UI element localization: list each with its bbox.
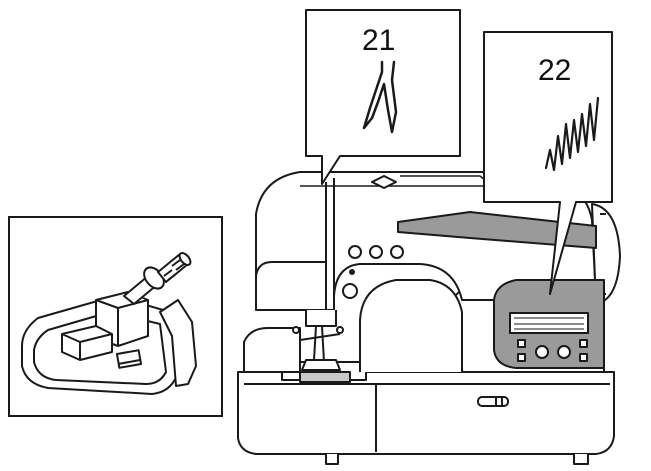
lcd-screen — [509, 312, 589, 334]
start-stop-button[interactable] — [342, 283, 358, 299]
stitch-21-pattern — [362, 60, 398, 134]
sewing-machine-illustration — [237, 171, 621, 465]
panel-key-4[interactable] — [579, 353, 588, 362]
stitch-number-22: 22 — [538, 54, 571, 87]
panel-button-2[interactable] — [557, 345, 571, 359]
presser-foot-illustration — [21, 252, 197, 395]
arm-button-1[interactable] — [348, 245, 362, 259]
panel-key-3[interactable] — [579, 339, 588, 348]
panel-key-1[interactable] — [517, 339, 526, 348]
stitch-number-21: 21 — [362, 24, 395, 57]
stitch-22-callout: 22 — [483, 31, 613, 295]
panel-key-2[interactable] — [517, 353, 526, 362]
presser-foot-inset — [8, 216, 223, 417]
arm-button-2[interactable] — [369, 245, 383, 259]
panel-button-1[interactable] — [535, 345, 549, 359]
shaded-strip — [397, 211, 597, 249]
machine-base — [237, 371, 615, 455]
arm-button-3[interactable] — [390, 245, 404, 259]
stitch-22-pattern — [544, 96, 600, 172]
stitch-21-callout: 21 — [305, 9, 461, 185]
